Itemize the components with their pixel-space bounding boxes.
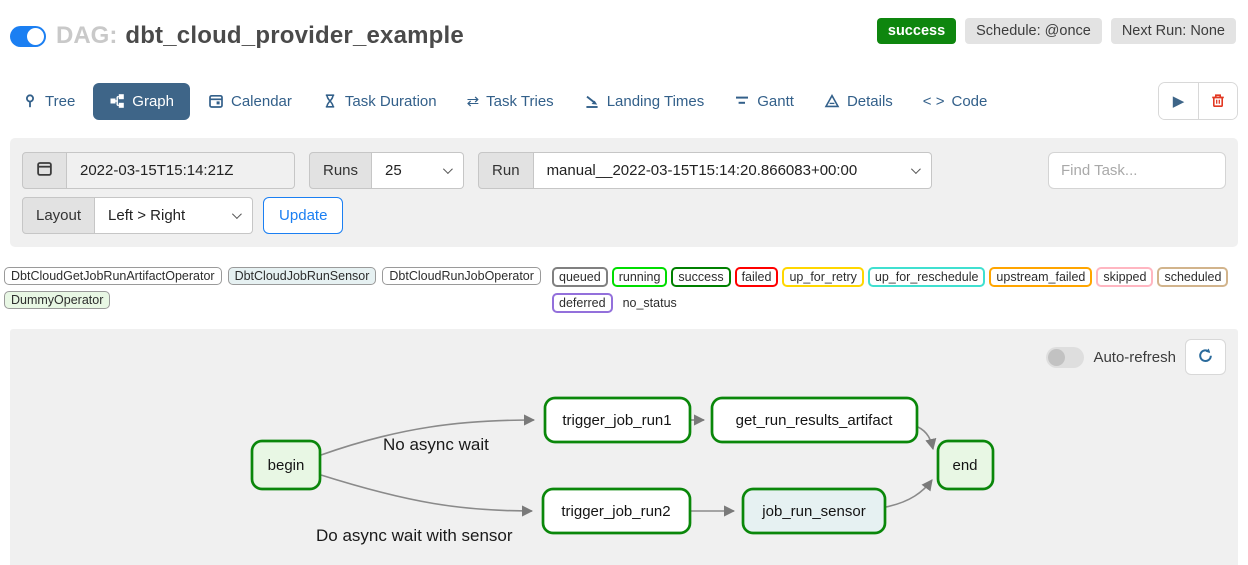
- tree-icon: [22, 93, 38, 109]
- dag-pause-toggle[interactable]: [10, 25, 46, 47]
- status-legend-badge[interactable]: deferred: [552, 293, 613, 313]
- status-legend-badge[interactable]: up_for_retry: [782, 267, 864, 287]
- svg-text:get_run_results_artifact: get_run_results_artifact: [736, 412, 894, 429]
- header-badges: success Schedule: @once Next Run: None: [876, 18, 1236, 44]
- calendar-icon: [36, 160, 53, 181]
- layout-group: Layout Left > Right: [22, 197, 254, 234]
- svg-text:trigger_job_run2: trigger_job_run2: [561, 503, 670, 520]
- runs-label: Runs: [309, 152, 373, 189]
- filter-row-1: Runs 25 Run manual__2022-03-15T15:14:20.…: [22, 152, 1226, 189]
- tab-graph[interactable]: Graph: [93, 82, 190, 120]
- dag-header: DAG: dbt_cloud_provider_example success …: [0, 0, 1248, 56]
- calendar-icon: [208, 93, 224, 109]
- next-run-badge: Next Run: None: [1110, 18, 1236, 44]
- svg-text:job_run_sensor: job_run_sensor: [761, 503, 865, 520]
- dag-prefix-label: DAG:: [56, 22, 118, 49]
- auto-refresh-label: Auto-refresh: [1093, 348, 1176, 366]
- tab-details[interactable]: Details: [812, 83, 905, 120]
- operator-legend: DbtCloudGetJobRunArtifactOperator DbtClou…: [4, 267, 552, 309]
- legend: DbtCloudGetJobRunArtifactOperator DbtClou…: [0, 247, 1248, 313]
- status-legend-badge[interactable]: skipped: [1096, 267, 1154, 287]
- delete-dag-button[interactable]: [1198, 83, 1237, 119]
- task-node-begin[interactable]: begin: [250, 439, 322, 491]
- run-label: Run: [478, 152, 534, 189]
- tab-task-tries[interactable]: ⇄ Task Tries: [455, 83, 566, 120]
- edge-label-no-async: No async wait: [383, 435, 489, 454]
- task-node-end[interactable]: end: [936, 439, 995, 491]
- edge-begin-trigger2: [320, 474, 534, 517]
- calendar-picker-button[interactable]: [22, 152, 67, 189]
- refresh-button[interactable]: [1185, 339, 1226, 375]
- run-select[interactable]: manual__2022-03-15T15:14:20.866083+00:00: [533, 152, 932, 189]
- gantt-icon: [734, 93, 750, 109]
- view-tabbar: Tree Graph Calendar Task Duration ⇄ Task…: [0, 80, 1248, 122]
- page-title: dbt_cloud_provider_example: [125, 22, 464, 49]
- update-button[interactable]: Update: [263, 197, 344, 234]
- graph-panel: Auto-refresh No async wait Do async wait…: [10, 329, 1238, 565]
- auto-refresh-controls: Auto-refresh: [1046, 339, 1226, 375]
- layout-select[interactable]: Left > Right: [95, 197, 254, 234]
- operator-badge: DummyOperator: [4, 291, 111, 309]
- details-icon: [824, 93, 840, 109]
- tab-tree[interactable]: Tree: [10, 83, 87, 120]
- toggle-knob: [27, 27, 44, 45]
- tab-code[interactable]: < > Code: [911, 83, 1000, 120]
- base-date-group: [22, 152, 295, 189]
- hourglass-icon: [322, 93, 338, 109]
- svg-text:begin: begin: [268, 457, 305, 474]
- status-legend-badge[interactable]: queued: [552, 267, 608, 287]
- tab-landing-times[interactable]: Landing Times: [572, 83, 717, 120]
- task-node-trigger-job-run1[interactable]: trigger_job_run1: [543, 396, 692, 444]
- status-legend-badge[interactable]: running: [611, 267, 668, 287]
- run-group: Run manual__2022-03-15T15:14:20.866083+0…: [478, 152, 932, 189]
- code-icon: < >: [922, 92, 945, 110]
- status-legend-badge[interactable]: no_status: [622, 296, 677, 310]
- operator-badge: DbtCloudGetJobRunArtifactOperator: [4, 267, 222, 285]
- tab-gantt[interactable]: Gantt: [722, 83, 806, 120]
- auto-refresh-toggle[interactable]: [1046, 346, 1085, 368]
- chevron-down-icon: [910, 164, 921, 175]
- status-legend-badge[interactable]: upstream_failed: [989, 267, 1093, 287]
- operator-badge: DbtCloudJobRunSensor: [227, 267, 377, 285]
- find-task-input[interactable]: [1048, 152, 1226, 189]
- edge-artifact-end: [917, 426, 937, 451]
- task-node-trigger-job-run2[interactable]: trigger_job_run2: [541, 487, 692, 535]
- toggle-knob: [1048, 348, 1066, 366]
- task-node-job-run-sensor[interactable]: job_run_sensor: [741, 487, 887, 535]
- status-badge: success: [876, 18, 957, 44]
- refresh-icon: [1197, 347, 1214, 367]
- task-node-get-run-results-artifact[interactable]: get_run_results_artifact: [710, 396, 919, 444]
- operator-badge: DbtCloudRunJobOperator: [382, 267, 541, 285]
- status-legend-badge[interactable]: up_for_reschedule: [867, 267, 986, 287]
- schedule-badge[interactable]: Schedule: @once: [965, 18, 1102, 44]
- trigger-dag-button[interactable]: ▶: [1159, 83, 1198, 119]
- svg-text:end: end: [952, 457, 977, 474]
- landing-icon: [584, 93, 600, 109]
- runs-select[interactable]: 25: [372, 152, 465, 189]
- tab-task-duration[interactable]: Task Duration: [310, 83, 449, 120]
- status-legend-badge[interactable]: scheduled: [1157, 267, 1229, 287]
- status-legend-badge[interactable]: success: [671, 267, 731, 287]
- chevron-down-icon: [232, 209, 242, 220]
- play-icon: ▶: [1172, 93, 1185, 110]
- filter-panel: Runs 25 Run manual__2022-03-15T15:14:20.…: [10, 138, 1238, 247]
- edge-label-async-sensor: Do async wait with sensor: [316, 526, 513, 545]
- filter-row-2: Layout Left > Right Update: [22, 197, 1226, 234]
- repeat-icon: ⇄: [466, 92, 480, 110]
- dag-graph: No async wait Do async wait with sensor …: [250, 396, 995, 545]
- layout-label: Layout: [22, 197, 96, 234]
- status-legend-badge[interactable]: failed: [734, 267, 779, 287]
- graph-icon: [109, 93, 125, 109]
- svg-text:trigger_job_run1: trigger_job_run1: [562, 412, 671, 429]
- base-date-input[interactable]: [67, 152, 295, 189]
- edge-sensor-end: [885, 479, 933, 508]
- runs-group: Runs 25: [309, 152, 465, 189]
- trash-icon: [1210, 92, 1226, 111]
- dag-actions: ▶: [1158, 82, 1238, 120]
- tab-calendar[interactable]: Calendar: [196, 83, 304, 120]
- chevron-down-icon: [442, 164, 453, 175]
- edge-begin-trigger1: [320, 414, 536, 456]
